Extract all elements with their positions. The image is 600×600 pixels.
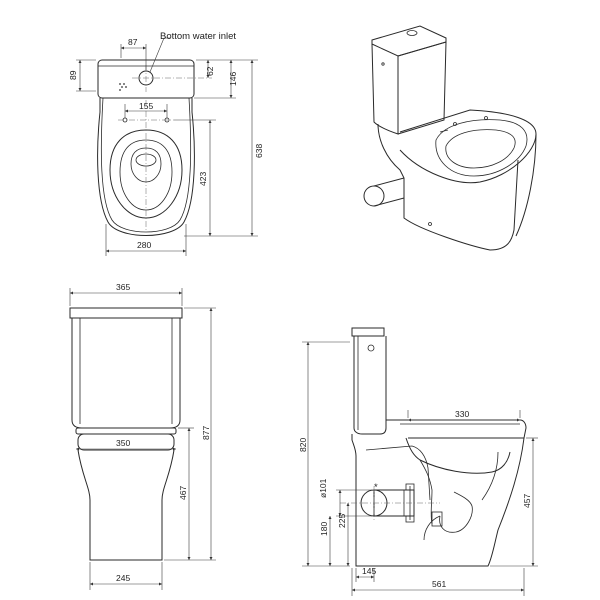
- front-view: 365 350 877 467 245: [69, 282, 216, 590]
- dim-180-label: 180: [319, 522, 329, 536]
- dim-561-label: 561: [432, 579, 446, 589]
- dim-62-label: 62: [205, 66, 215, 76]
- bottom-water-inlet-annotation: Bottom water inlet: [160, 31, 236, 42]
- dim-638-label: 638: [254, 144, 264, 158]
- isometric-view: [363, 25, 537, 251]
- dim-330-label: 330: [455, 409, 469, 419]
- dim-146-label: 146: [228, 72, 238, 86]
- dim-145-label: 145: [362, 566, 376, 576]
- dim-457-label: 457: [522, 494, 532, 508]
- tank-dots: [119, 83, 127, 91]
- top-view: 87 Bottom water inlet 89 62 146 155 638: [68, 31, 264, 256]
- dim-155-label: 155: [139, 101, 153, 111]
- dim-877-label: 877: [201, 426, 211, 440]
- dim-350-label: 350: [116, 438, 130, 448]
- star-annotation: *: [374, 482, 378, 493]
- dim-225-label: 225: [337, 514, 347, 528]
- dim-87-label: 87: [128, 37, 138, 47]
- dim-89-label: 89: [68, 70, 78, 80]
- dim-365-label: 365: [116, 282, 130, 292]
- dim-820-label: 820: [298, 438, 308, 452]
- dim-o101-label: ø101: [318, 478, 328, 498]
- side-view: * 330 820 457 ø101 225 180: [298, 327, 538, 596]
- dim-280-label: 280: [137, 240, 151, 250]
- dim-423-label: 423: [198, 172, 208, 186]
- dim-245-label: 245: [116, 573, 130, 583]
- dim-467-label: 467: [178, 486, 188, 500]
